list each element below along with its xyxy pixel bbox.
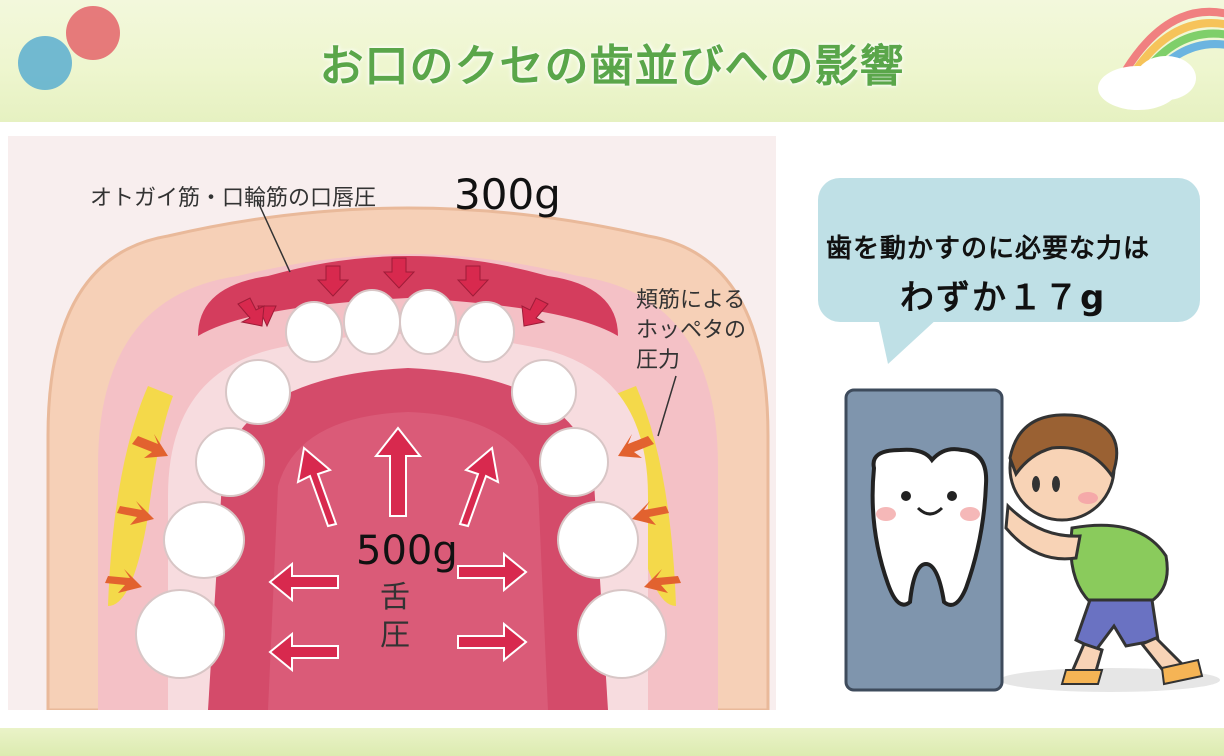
tooth [558, 502, 638, 578]
lip-pressure-label: オトガイ筋・口輪筋の口唇圧 [90, 180, 376, 212]
tooth [344, 290, 400, 354]
tooth [286, 302, 342, 362]
tooth [458, 302, 514, 362]
footer-banner [0, 728, 1224, 756]
dental-arch-diagram: オトガイ筋・口輪筋の口唇圧 300g 頬筋による ホッペタの 圧力 500g 舌… [8, 136, 776, 710]
header-banner: お口のクセの歯並びへの影響 [0, 0, 1224, 122]
tooth [512, 360, 576, 424]
tooth [196, 428, 264, 496]
child-shirt [1071, 525, 1167, 602]
callout-line2: わずか１７g [900, 270, 1106, 319]
tooth [226, 360, 290, 424]
cheek-pressure-label-line3: 圧力 [636, 342, 680, 374]
page-title: お口のクセの歯並びへの影響 [0, 30, 1224, 94]
tooth [540, 428, 608, 496]
tooth [164, 502, 244, 578]
tooth [136, 590, 224, 678]
child-pushing-tooth-illustration [840, 388, 1224, 698]
tongue-label-char2: 圧 [380, 610, 410, 654]
lip-pressure-value: 300g [454, 170, 561, 219]
tongue-pressure-value: 500g [356, 528, 458, 574]
tooth [400, 290, 456, 354]
tooth [578, 590, 666, 678]
callout-line1: 歯を動かすのに必要な力は [826, 228, 1224, 265]
cheek-pressure-label-line2: ホッペタの [636, 312, 746, 344]
cheek-pressure-label-line1: 頬筋による [636, 282, 745, 314]
